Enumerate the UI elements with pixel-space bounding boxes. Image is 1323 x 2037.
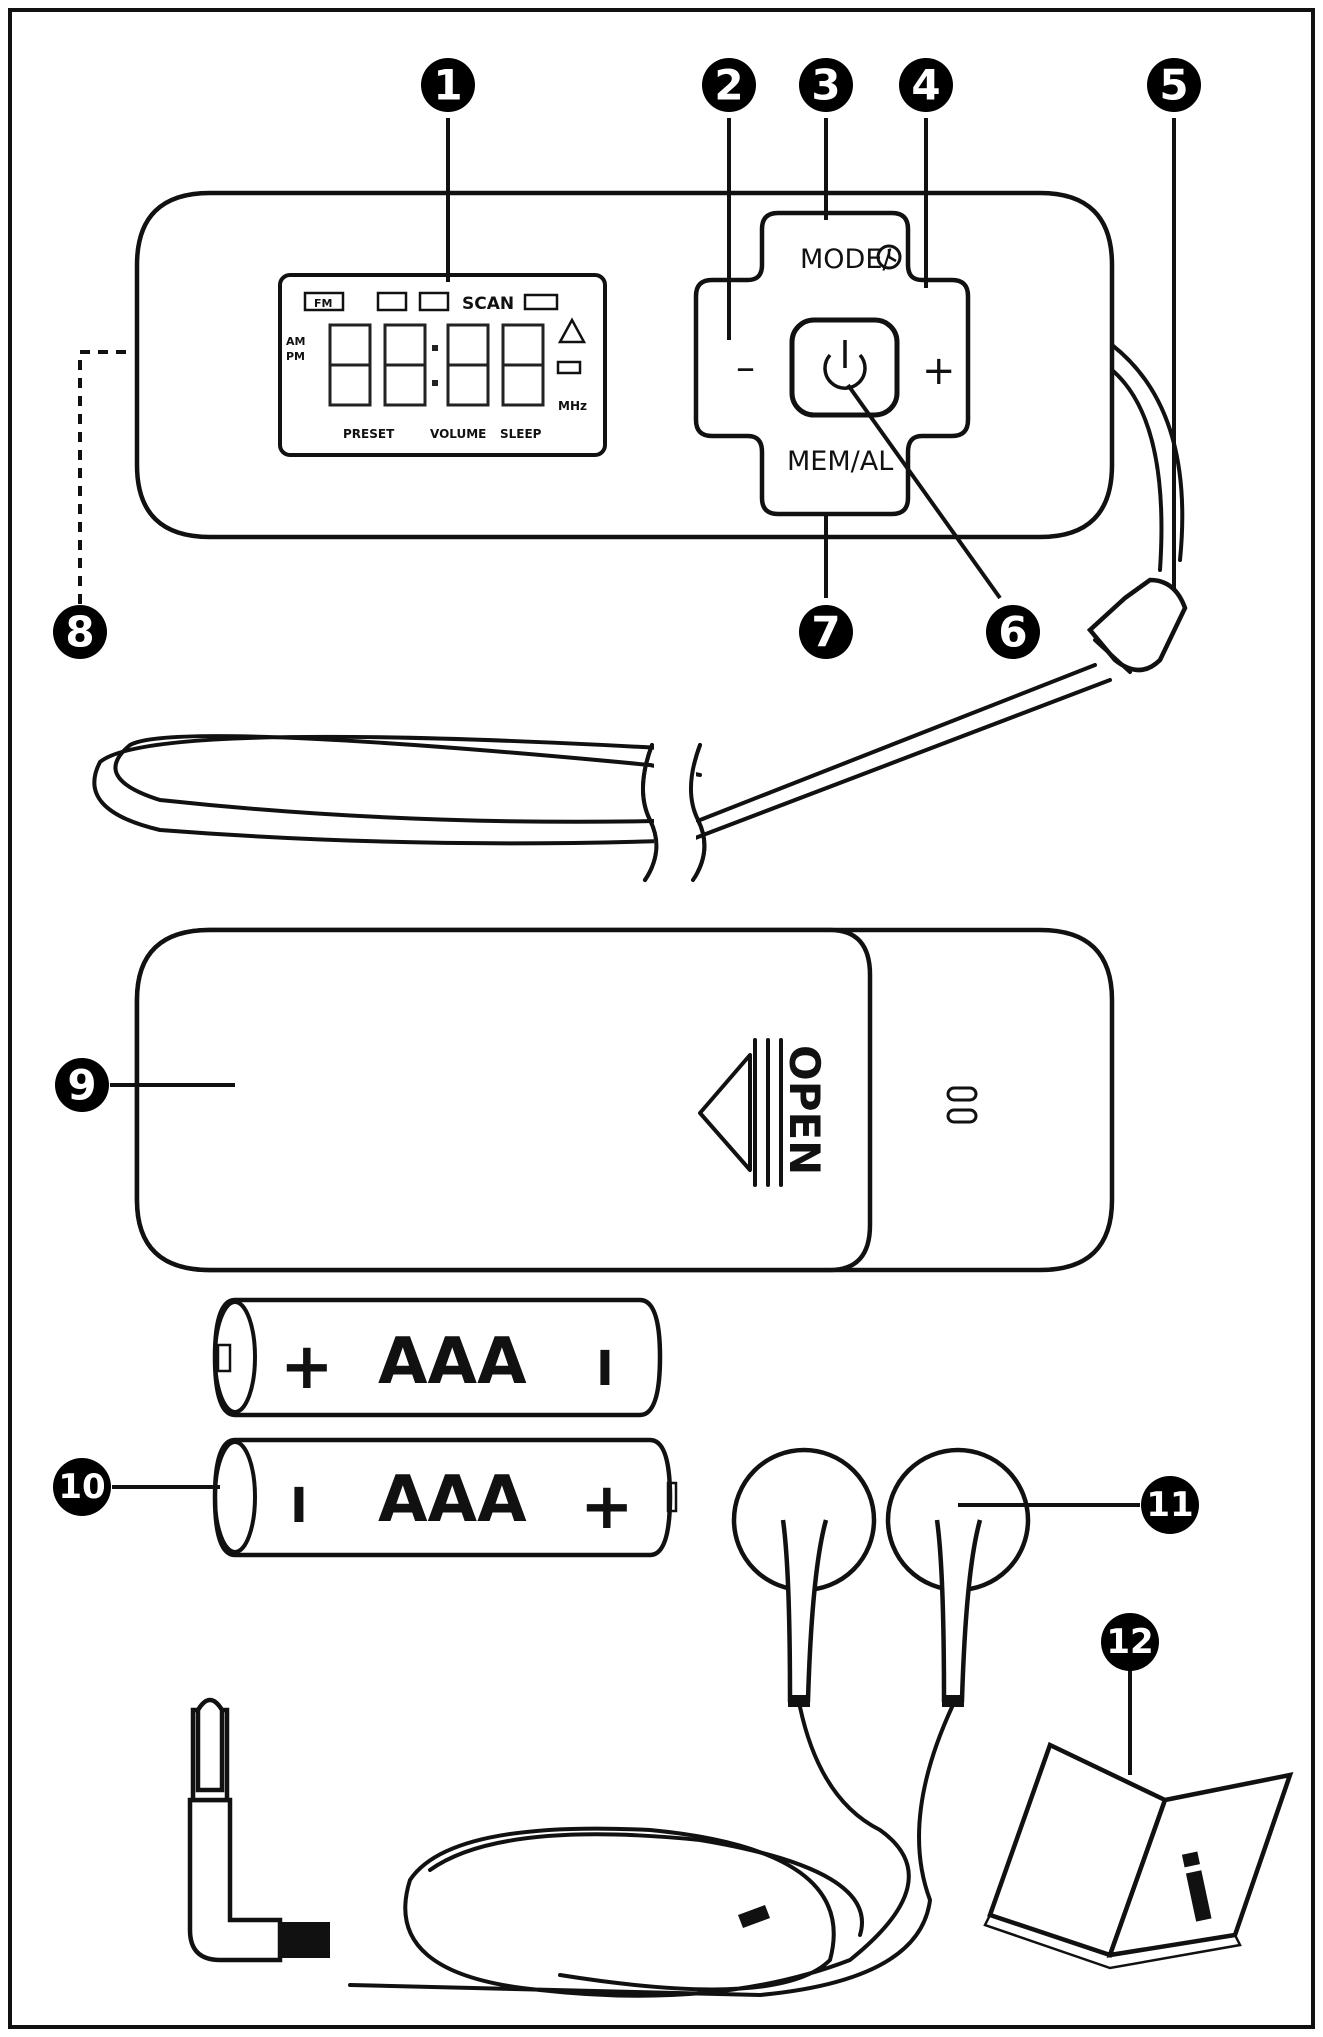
svg-text:9: 9	[67, 1061, 96, 1110]
battery-cover	[134, 927, 873, 1273]
earbud-right	[885, 1447, 1031, 1707]
lcd-am-indicator: AM	[286, 335, 305, 348]
radio-front-view: FM SCAN AM PM MHz PRESET VOLUME SLEEP	[134, 190, 1185, 572]
earphones	[187, 1447, 1031, 1998]
battery-bottom-type: AAA	[378, 1463, 527, 1537]
svg-text:2: 2	[714, 61, 743, 110]
badge-9: 9	[55, 1058, 109, 1112]
badge-8: 8	[53, 605, 107, 659]
svg-text:12: 12	[1106, 1622, 1153, 1662]
minus-button[interactable]: –	[736, 345, 755, 389]
instruction-manual: i	[983, 1668, 1294, 1970]
back-slot-lower	[946, 1108, 978, 1124]
badge-3: 3	[799, 58, 853, 112]
earphone-cable	[348, 1705, 954, 1998]
earbud-left	[731, 1447, 877, 1707]
badge-4: 4	[899, 58, 953, 112]
battery-aaa-top: + AAA I	[212, 1297, 663, 1418]
audio-jack-plug	[187, 1797, 283, 1963]
back-slot-upper	[946, 1086, 978, 1102]
lcd-scan-indicator: SCAN	[462, 294, 514, 314]
badge-5: 5	[1147, 58, 1201, 112]
lcd-display: FM SCAN AM PM MHz PRESET VOLUME SLEEP	[278, 273, 607, 457]
badge-2: 2	[702, 58, 756, 112]
svg-text:3: 3	[811, 61, 840, 110]
svg-text:8: 8	[65, 608, 94, 657]
battery-bottom-minus: I	[290, 1478, 308, 1534]
badge-11: 11	[1141, 1476, 1199, 1534]
lcd-sleep-label: SLEEP	[500, 427, 542, 441]
battery-top-plus: +	[280, 1330, 334, 1404]
svg-text:11: 11	[1146, 1485, 1193, 1525]
badge-10: 10	[53, 1458, 111, 1516]
battery-top-minus: I	[596, 1341, 614, 1397]
power-button[interactable]	[789, 317, 900, 418]
plus-button[interactable]: +	[922, 348, 956, 394]
lcd-preset-label: PRESET	[343, 427, 395, 441]
wrist-strap	[92, 577, 1188, 890]
battery-bottom-plus: +	[580, 1470, 634, 1544]
svg-text:1: 1	[433, 61, 462, 110]
mode-clock-button[interactable]: MODE/	[800, 244, 902, 275]
lcd-digits	[328, 323, 545, 407]
lcd-battery-icon	[556, 360, 582, 375]
strap-loop-right	[1110, 343, 1185, 562]
badge-6: 6	[986, 605, 1040, 659]
lcd-pm-indicator: PM	[286, 350, 305, 363]
lcd-volume-label: VOLUME	[430, 427, 486, 441]
power-icon	[823, 353, 867, 390]
cover-arrow-icon[interactable]	[698, 1053, 752, 1172]
lcd-frame	[278, 273, 607, 457]
battery-top-type: AAA	[378, 1325, 527, 1399]
badge-7: 7	[799, 605, 853, 659]
badge-12: 12	[1101, 1613, 1159, 1671]
svg-text:7: 7	[811, 608, 840, 657]
cover-open-label: OPEN	[780, 1045, 829, 1175]
badge-1: 1	[421, 58, 475, 112]
battery-aaa-bottom: I AAA +	[212, 1437, 678, 1558]
svg-text:10: 10	[58, 1467, 105, 1507]
clock-icon	[876, 244, 902, 270]
diagram-frame	[8, 8, 1315, 2029]
svg-text:4: 4	[911, 61, 940, 110]
lcd-fm-indicator: FM	[314, 297, 332, 310]
lcd-alarm-icon	[557, 317, 587, 344]
svg-text:5: 5	[1159, 61, 1188, 110]
lcd-mhz-unit: MHz	[558, 399, 587, 413]
leader-lines-radio	[78, 118, 1176, 608]
radio-back-view: OPEN	[110, 927, 1115, 1273]
cable-split-sleeve	[738, 1905, 770, 1928]
strap-clip	[1086, 577, 1188, 673]
mem-al-button[interactable]: MEM/AL	[787, 446, 893, 477]
svg-text:6: 6	[998, 608, 1027, 657]
